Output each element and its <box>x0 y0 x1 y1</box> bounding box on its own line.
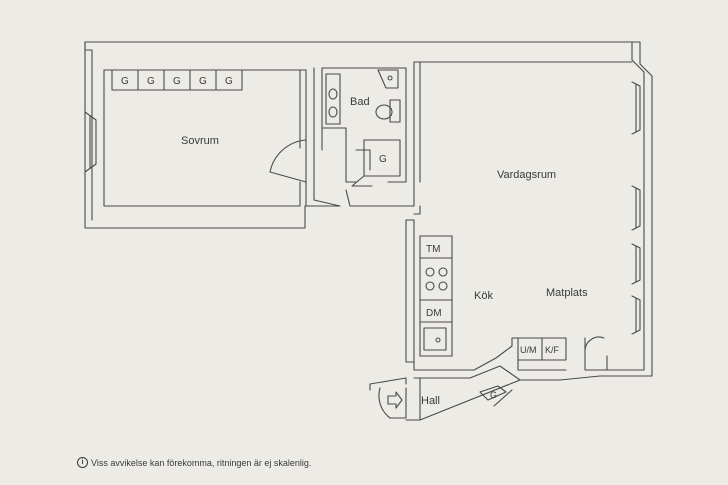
wardrobe-row <box>111 69 243 91</box>
bath-fixtures <box>325 69 401 125</box>
hall-walls <box>369 337 613 421</box>
dishwasher-label: DM <box>426 308 442 319</box>
bath-wardrobe-label: G <box>379 154 387 165</box>
info-icon: i <box>77 457 88 468</box>
bedroom-door <box>269 139 307 183</box>
wardrobe-label: G <box>199 76 207 87</box>
stove-label: TM <box>426 244 440 255</box>
living-windows <box>631 81 641 335</box>
wardrobe-label: G <box>225 76 233 87</box>
room-label-hall: Hall <box>421 395 440 407</box>
washer-label: U/M <box>520 345 537 355</box>
bath-wardrobe <box>351 139 401 187</box>
kitchen-walls <box>405 205 475 371</box>
fridge-label: K/F <box>545 345 560 355</box>
disclaimer-text: Viss avvikelse kan förekomma, ritningen … <box>91 457 312 468</box>
room-label-bedroom: Sovrum <box>181 135 219 147</box>
bedroom-window <box>84 111 97 173</box>
disclaimer: i Viss avvikelse kan förekomma, ritninge… <box>77 457 311 468</box>
kitchen-counter <box>419 235 453 357</box>
utility-cabinets <box>517 336 608 371</box>
room-label-dining: Matplats <box>546 287 588 299</box>
wardrobe-label: G <box>173 76 181 87</box>
outer-walls <box>84 41 653 377</box>
wardrobe-label: G <box>121 76 129 87</box>
room-label-living: Vardagsrum <box>497 169 556 181</box>
front-door <box>378 387 407 419</box>
bathroom-walls <box>313 61 633 207</box>
room-label-bath: Bad <box>350 96 370 108</box>
room-label-kitchen: Kök <box>474 290 493 302</box>
hall-wardrobe-label: G <box>490 390 497 400</box>
wardrobe-label: G <box>147 76 155 87</box>
